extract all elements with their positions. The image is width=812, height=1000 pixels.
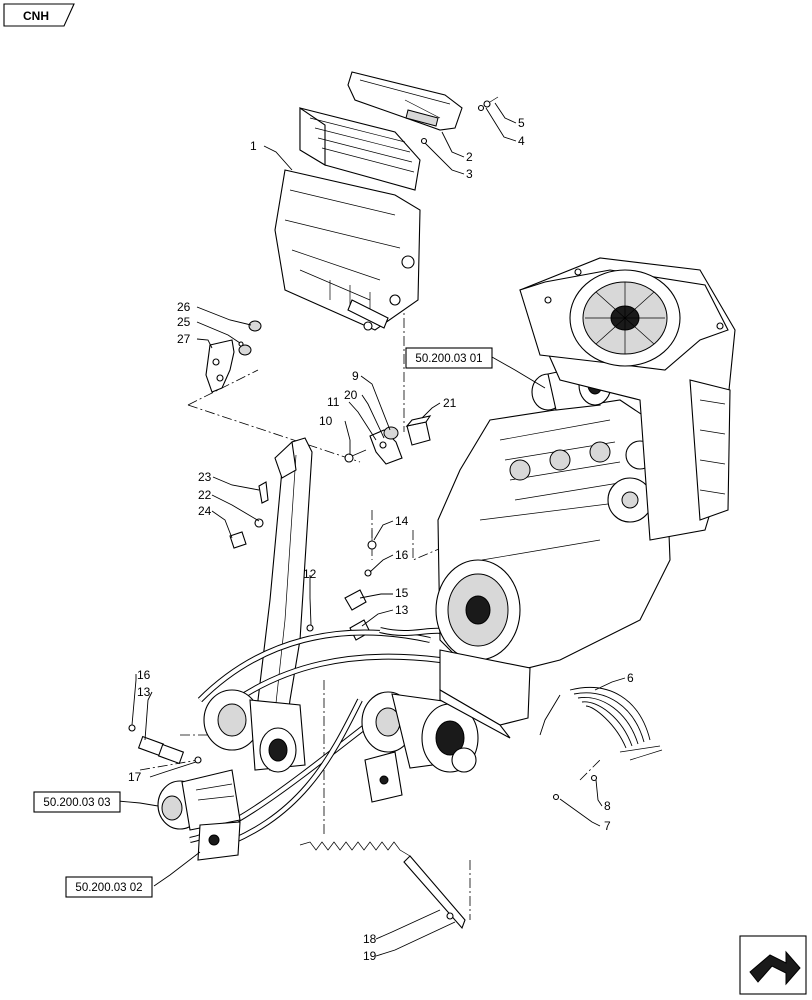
callout-2[interactable]: 2 [466, 150, 473, 164]
callout-25[interactable]: 25 [177, 315, 191, 329]
reference-label-03[interactable]: 50.200.03 03 [43, 797, 110, 809]
callout-23[interactable]: 23 [198, 470, 212, 484]
reference-link-50-200-03-01[interactable]: 50.200.03 01 [405, 347, 493, 369]
callout-11[interactable]: 11 [327, 395, 340, 409]
cable-bundle-part [539, 687, 663, 761]
duct-cover-part [347, 71, 463, 131]
reference-label-02[interactable]: 50.200.03 02 [75, 882, 142, 894]
mount-bracket-part [205, 320, 262, 393]
callout-numbers: 1 2 3 4 5 6 7 8 9 10 11 12 13 13 14 15 1… [128, 116, 634, 963]
connector-clip-parts [229, 481, 269, 549]
callout-26[interactable]: 26 [177, 300, 191, 314]
callout-12[interactable]: 12 [303, 567, 317, 581]
callout-27[interactable]: 27 [177, 332, 191, 346]
callout-16-left[interactable]: 16 [137, 668, 151, 682]
engine-assembly [435, 399, 671, 739]
radiator-fan-shroud [519, 257, 736, 541]
callout-22[interactable]: 22 [198, 488, 212, 502]
callout-19[interactable]: 19 [363, 949, 377, 963]
sensor-clip-parts [344, 415, 432, 465]
leader-lines [117, 102, 626, 957]
left-drive-motor [157, 769, 241, 861]
callout-3[interactable]: 3 [466, 167, 473, 181]
callout-20[interactable]: 20 [344, 388, 358, 402]
cable-fasteners [552, 774, 598, 801]
reference-link-50-200-03-02[interactable]: 50.200.03 02 [65, 876, 153, 898]
callout-5[interactable]: 5 [518, 116, 525, 130]
fastener-hardware-top [420, 96, 499, 145]
callout-10[interactable]: 10 [319, 414, 333, 428]
callout-8[interactable]: 8 [604, 799, 611, 813]
callout-18[interactable]: 18 [363, 932, 377, 946]
next-page-arrow-icon[interactable] [739, 935, 807, 995]
callout-1[interactable]: 1 [250, 139, 257, 153]
brand-logo-text: CNH [23, 9, 49, 23]
clamp-parts-center [344, 530, 377, 641]
ground-strap-chain [299, 841, 466, 930]
hvac-unit-part [274, 106, 421, 331]
right-drive-motor [361, 691, 479, 803]
left-pump-assembly [128, 689, 306, 773]
callout-24[interactable]: 24 [198, 504, 212, 518]
reference-label-01[interactable]: 50.200.03 01 [415, 353, 482, 365]
callout-16-center[interactable]: 16 [395, 548, 409, 562]
callout-6[interactable]: 6 [627, 671, 634, 685]
reference-link-50-200-03-03[interactable]: 50.200.03 03 [33, 791, 121, 813]
reference-boxes: 50.200.03 01 50.200.03 03 50.200.03 02 [33, 347, 493, 898]
callout-15[interactable]: 15 [395, 586, 409, 600]
callout-4[interactable]: 4 [518, 134, 525, 148]
callout-13-center[interactable]: 13 [395, 603, 409, 617]
callout-13-left[interactable]: 13 [137, 685, 151, 699]
callout-14[interactable]: 14 [395, 514, 409, 528]
callout-9[interactable]: 9 [352, 369, 359, 383]
callout-21[interactable]: 21 [443, 396, 457, 410]
callout-17[interactable]: 17 [128, 770, 142, 784]
callout-7[interactable]: 7 [604, 819, 611, 833]
alignment-lines [139, 300, 601, 920]
brand-logo-badge: CNH [3, 3, 75, 27]
